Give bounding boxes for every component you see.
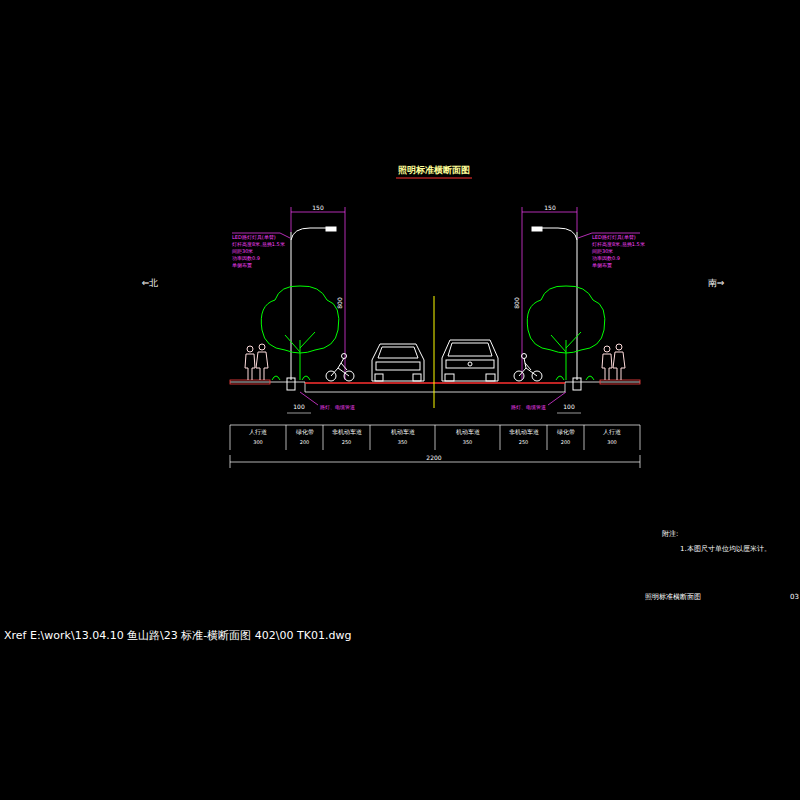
text-label: 非机动车道: [509, 429, 539, 436]
text-label: 路灯、电缆管道: [320, 405, 355, 411]
dimension-label: 250: [342, 440, 352, 446]
text-label: 人行道: [603, 429, 621, 436]
title-underline: [396, 178, 472, 179]
pole-dims: [287, 413, 581, 414]
cars: [372, 340, 498, 381]
dimension-label: 200: [300, 440, 310, 446]
dimension-label: 350: [463, 440, 473, 446]
dimension-label: 800: [514, 297, 521, 308]
text-label: 附注:: [662, 531, 678, 539]
text-label: 非机动车道: [332, 429, 362, 436]
dimension-label: 300: [253, 440, 263, 446]
dimension-tick: [640, 425, 641, 450]
dimension-tick: [230, 425, 231, 450]
dimension-label: 150: [312, 205, 323, 212]
trees: [261, 286, 605, 380]
text-label: 灯杆高度8米,悬挑1.5米: [592, 242, 645, 248]
dimension-tick: [547, 425, 548, 450]
text-label: 照明标准横断面图: [645, 594, 701, 602]
section-table: [230, 425, 640, 468]
centre-line: [434, 296, 435, 408]
dimension-label: 100: [563, 404, 574, 411]
text-label: 单侧布置: [232, 263, 252, 269]
text-label: 功率因数0.9: [592, 256, 620, 262]
lamp-poles: [287, 227, 581, 390]
road-surface: [305, 382, 565, 384]
dimension-tick: [323, 425, 324, 450]
drawing-title: 照明标准横断面图: [398, 166, 470, 176]
text-label: 机动车道: [456, 429, 480, 436]
dimension-label: 250: [519, 440, 529, 446]
dimension-tick: [584, 425, 585, 450]
dimension-label: 150: [544, 205, 555, 212]
dimension-tick: [286, 425, 287, 450]
dimension-tick: [435, 425, 436, 450]
text-label: 人行道: [249, 429, 267, 436]
text-label: 灯杆高度8米,悬挑1.5米: [232, 242, 285, 248]
text-label: Xref E:\work\13.04.10 鱼山路\23 标准-横断面图 402…: [4, 630, 351, 642]
text-label: 绿化带: [296, 429, 314, 436]
text-label: 功率因数0.9: [232, 256, 260, 262]
bicycles: [326, 354, 542, 382]
text-label: 机动车道: [391, 429, 415, 436]
dimension-tick: [370, 425, 371, 450]
text-label: 03: [790, 594, 799, 602]
dimension-label: 2200: [426, 455, 441, 462]
direction-label: ⇐北: [142, 279, 159, 289]
dimension-tick: [500, 425, 501, 450]
direction-label: 南⇒: [708, 279, 725, 289]
dimension-ticks: [230, 425, 640, 450]
text-label: 间距30米: [592, 249, 613, 255]
text-label: 路灯、电缆管道: [511, 405, 546, 411]
dimension-label: 350: [398, 440, 408, 446]
text-label: LED路灯灯具(单臂): [232, 235, 276, 241]
dimension-label: 300: [607, 440, 617, 446]
dimension-lines: [232, 207, 640, 405]
text-label: 单侧布置: [592, 263, 612, 269]
text-label: LED路灯灯具(单臂): [592, 235, 636, 241]
text-label: 间距30米: [232, 249, 253, 255]
text-label: 1.本图尺寸单位均以厘米计。: [680, 546, 771, 554]
dimension-label: 800: [337, 297, 344, 308]
dimension-label: 200: [561, 440, 571, 446]
pedestrians: [245, 344, 625, 380]
text-label: 绿化带: [557, 429, 575, 436]
dimension-label: 100: [293, 404, 304, 411]
